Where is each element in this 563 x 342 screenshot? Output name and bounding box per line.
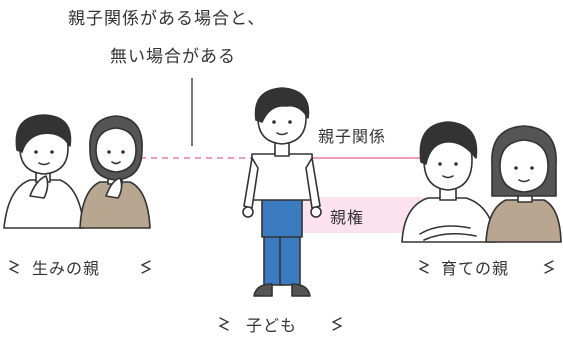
child-figure — [242, 87, 322, 297]
caption-line-2: 無い場合がある — [110, 47, 236, 67]
child-label: 子ども — [246, 316, 298, 335]
birth-father-figure — [3, 114, 85, 229]
foster-parents-label: 育ての親 — [441, 259, 510, 278]
caption-line-1: 親子関係がある場合と、 — [68, 9, 266, 29]
foster-father-figure — [401, 121, 497, 243]
spark-lines-icon — [8, 260, 555, 331]
birth-parents-label: 生みの親 — [32, 259, 101, 278]
parent-child-relation-label: 親子関係 — [318, 127, 387, 146]
birth-mother-figure — [79, 115, 151, 229]
custody-relation-label: 親権 — [330, 208, 365, 227]
foster-mother-figure — [485, 125, 562, 243]
